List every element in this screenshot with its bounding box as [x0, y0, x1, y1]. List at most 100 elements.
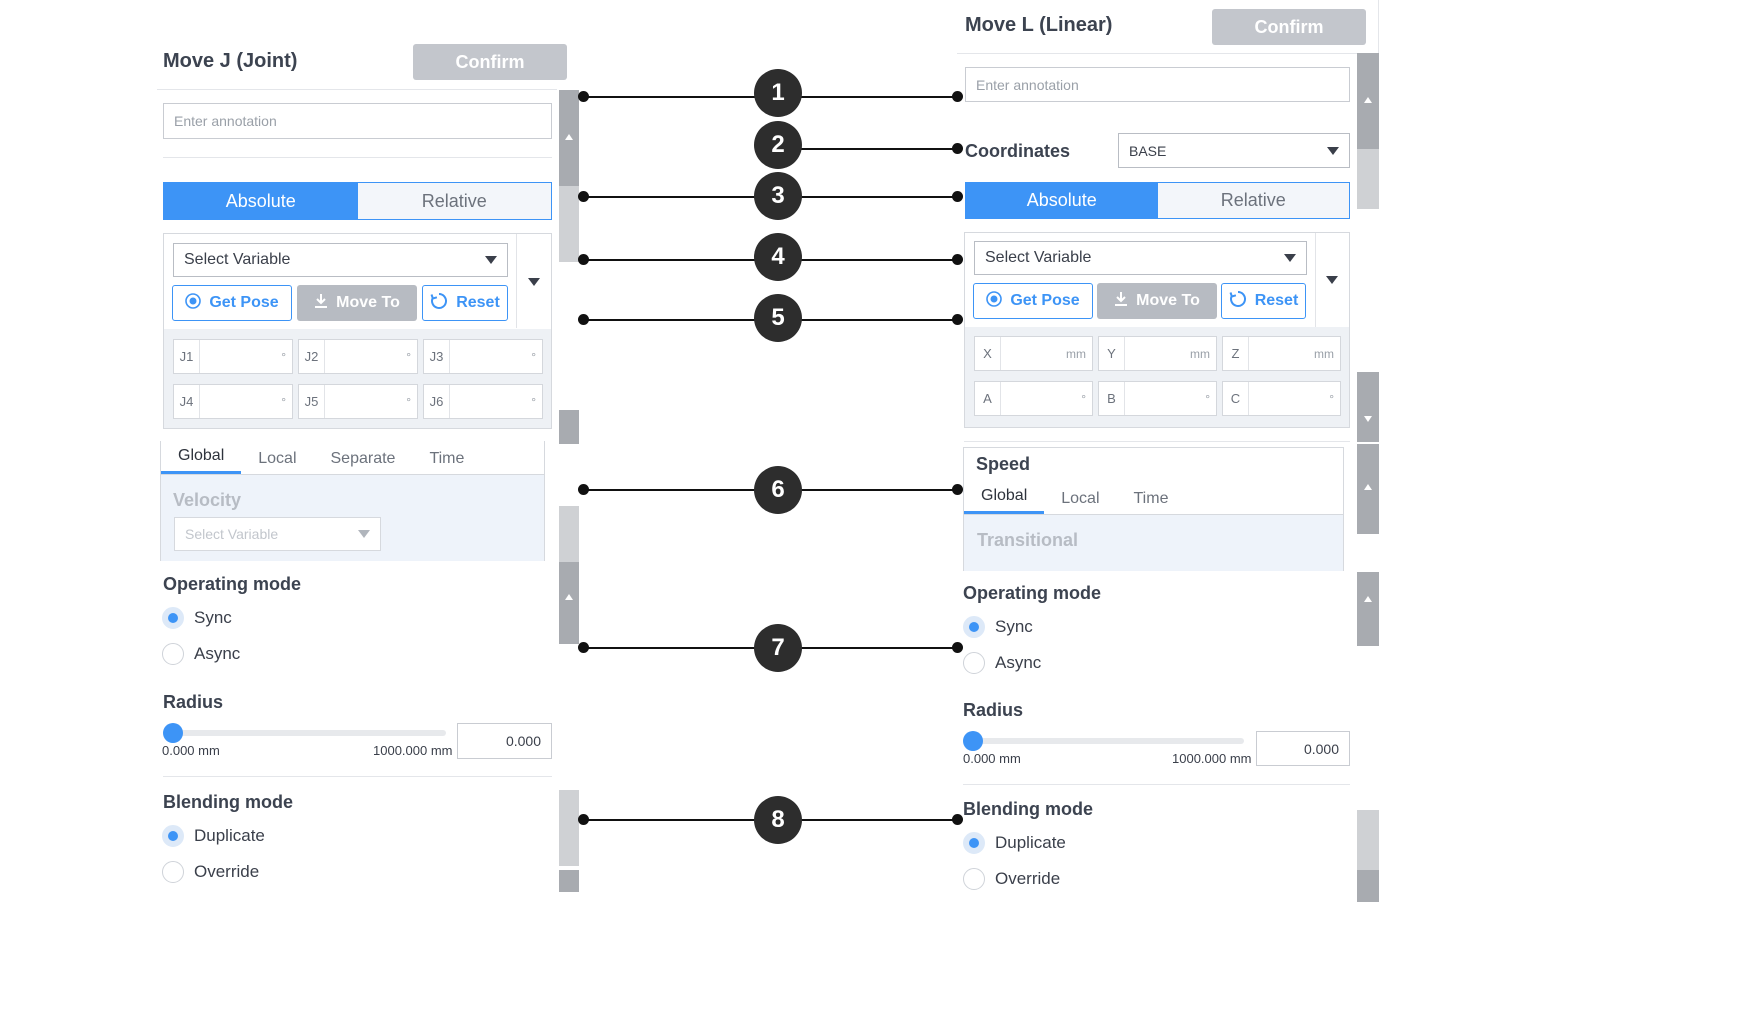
radius-value-input[interactable]: 0.000 — [457, 723, 552, 759]
override-radio[interactable]: Override — [162, 861, 259, 883]
coordinates-select[interactable]: BASE — [1118, 133, 1350, 168]
movel-absolute-tab[interactable]: Absolute — [966, 183, 1158, 218]
radio-unchecked-icon — [162, 643, 184, 665]
scrollbar-thumb[interactable] — [1357, 444, 1379, 534]
radius-label: Radius — [163, 692, 224, 712]
tab-global[interactable]: Global — [964, 487, 1045, 514]
movel-annotation-input[interactable]: Enter annotation — [965, 67, 1350, 102]
tab-time[interactable]: Time — [429, 450, 465, 467]
chevron-down-icon — [485, 256, 497, 264]
tab-local[interactable]: Local — [1061, 490, 1100, 507]
radius-slider-track[interactable] — [170, 730, 446, 736]
connector-line — [778, 148, 958, 150]
operating-mode-label: Operating mode — [163, 574, 302, 594]
movej-move-to-button[interactable]: Move To — [297, 285, 417, 321]
movel-get-pose-button[interactable]: Get Pose — [973, 283, 1093, 319]
movej-confirm-button[interactable]: Confirm — [413, 44, 567, 80]
movej-select-variable[interactable]: Select Variable — [173, 243, 508, 277]
movel-move-to-button[interactable]: Move To — [1097, 283, 1217, 319]
j2-field[interactable]: J2° — [298, 339, 418, 374]
field-unit: ° — [1205, 391, 1210, 406]
scroll-up-icon — [1364, 97, 1372, 103]
sync-radio[interactable]: Sync — [963, 616, 1033, 638]
scrollbar-thumb[interactable] — [1357, 870, 1379, 902]
scrollbar-thumb[interactable] — [1357, 572, 1379, 646]
b-field[interactable]: B° — [1098, 381, 1217, 416]
scrollbar[interactable] — [559, 506, 579, 562]
override-radio[interactable]: Override — [963, 868, 1060, 890]
callout-7: 7 — [754, 624, 802, 672]
expand-chevron-down-icon[interactable] — [1326, 276, 1338, 284]
duplicate-radio[interactable]: Duplicate — [162, 825, 265, 847]
radius-slider-thumb[interactable] — [163, 723, 183, 743]
j4-field[interactable]: J4° — [173, 384, 293, 419]
field-unit: ° — [406, 394, 411, 409]
sync-radio[interactable]: Sync — [162, 607, 232, 629]
select-variable-label: Select Variable — [985, 249, 1092, 266]
radius-max-label: 1000.000 mm — [373, 743, 453, 758]
scrollbar[interactable] — [559, 790, 579, 866]
j5-field[interactable]: J5° — [298, 384, 418, 419]
movel-speed-tabs: Global Local Time — [964, 487, 1185, 514]
field-unit: ° — [406, 349, 411, 364]
movej-get-pose-button[interactable]: Get Pose — [172, 285, 292, 321]
radius-label: Radius — [963, 700, 1024, 720]
radius-value-input[interactable]: 0.000 — [1256, 731, 1350, 766]
scrollbar-thumb[interactable] — [1357, 372, 1379, 442]
radius-min-label: 0.000 mm — [963, 751, 1021, 766]
movel-title: Move L (Linear) — [965, 14, 1113, 36]
scrollbar-thumb[interactable] — [559, 870, 579, 892]
scrollbar-thumb[interactable] — [559, 410, 579, 444]
transitional-area — [964, 514, 1343, 571]
c-field[interactable]: C° — [1222, 381, 1341, 416]
field-unit: mm — [1066, 346, 1086, 361]
radio-unchecked-icon — [963, 652, 985, 674]
async-radio[interactable]: Async — [162, 643, 240, 665]
tab-separate[interactable]: Separate — [330, 450, 396, 467]
tab-global[interactable]: Global — [161, 447, 242, 474]
callout-6: 6 — [754, 466, 802, 514]
movej-annotation-input[interactable]: Enter annotation — [163, 103, 552, 139]
field-label: Z — [1223, 337, 1249, 370]
movel-confirm-button[interactable]: Confirm — [1212, 9, 1366, 45]
chevron-down-icon — [358, 530, 370, 538]
divider — [964, 441, 1350, 442]
velocity-select-label: Select Variable — [185, 526, 279, 542]
connector-dot — [578, 314, 589, 325]
override-label: Override — [995, 869, 1061, 888]
movej-absolute-tab[interactable]: Absolute — [164, 183, 358, 219]
duplicate-radio[interactable]: Duplicate — [963, 832, 1066, 854]
tab-local[interactable]: Local — [258, 450, 297, 467]
scrollbar-thumb[interactable] — [559, 90, 579, 186]
movel-reset-button[interactable]: Reset — [1221, 283, 1306, 319]
expand-chevron-down-icon[interactable] — [528, 278, 540, 286]
scrollbar[interactable] — [1357, 810, 1379, 870]
j1-field[interactable]: J1° — [173, 339, 293, 374]
movej-absolute-relative-toggle: Absolute Relative — [163, 182, 552, 220]
j6-field[interactable]: J6° — [423, 384, 543, 419]
reset-label: Reset — [456, 294, 500, 311]
movel-select-variable[interactable]: Select Variable — [974, 241, 1307, 275]
radius-slider-track[interactable] — [970, 738, 1244, 744]
field-label: J1 — [174, 340, 200, 373]
async-radio[interactable]: Async — [963, 652, 1041, 674]
field-unit: ° — [1329, 391, 1334, 406]
radio-checked-icon — [963, 616, 985, 638]
a-field[interactable]: A° — [974, 381, 1093, 416]
radius-slider-thumb[interactable] — [963, 731, 983, 751]
scrollbar-thumb[interactable] — [559, 562, 579, 644]
movej-relative-tab[interactable]: Relative — [357, 183, 551, 219]
scrollbar[interactable] — [1357, 149, 1379, 209]
j3-field[interactable]: J3° — [423, 339, 543, 374]
movel-relative-tab[interactable]: Relative — [1157, 183, 1349, 218]
scrollbar-thumb[interactable] — [1357, 53, 1379, 149]
velocity-select[interactable]: Select Variable — [174, 517, 381, 551]
movel-speed-box — [963, 447, 1344, 571]
tab-time[interactable]: Time — [1133, 490, 1169, 507]
movej-reset-button[interactable]: Reset — [422, 285, 508, 321]
connector-dot — [952, 814, 963, 825]
connector-dot — [952, 484, 963, 495]
